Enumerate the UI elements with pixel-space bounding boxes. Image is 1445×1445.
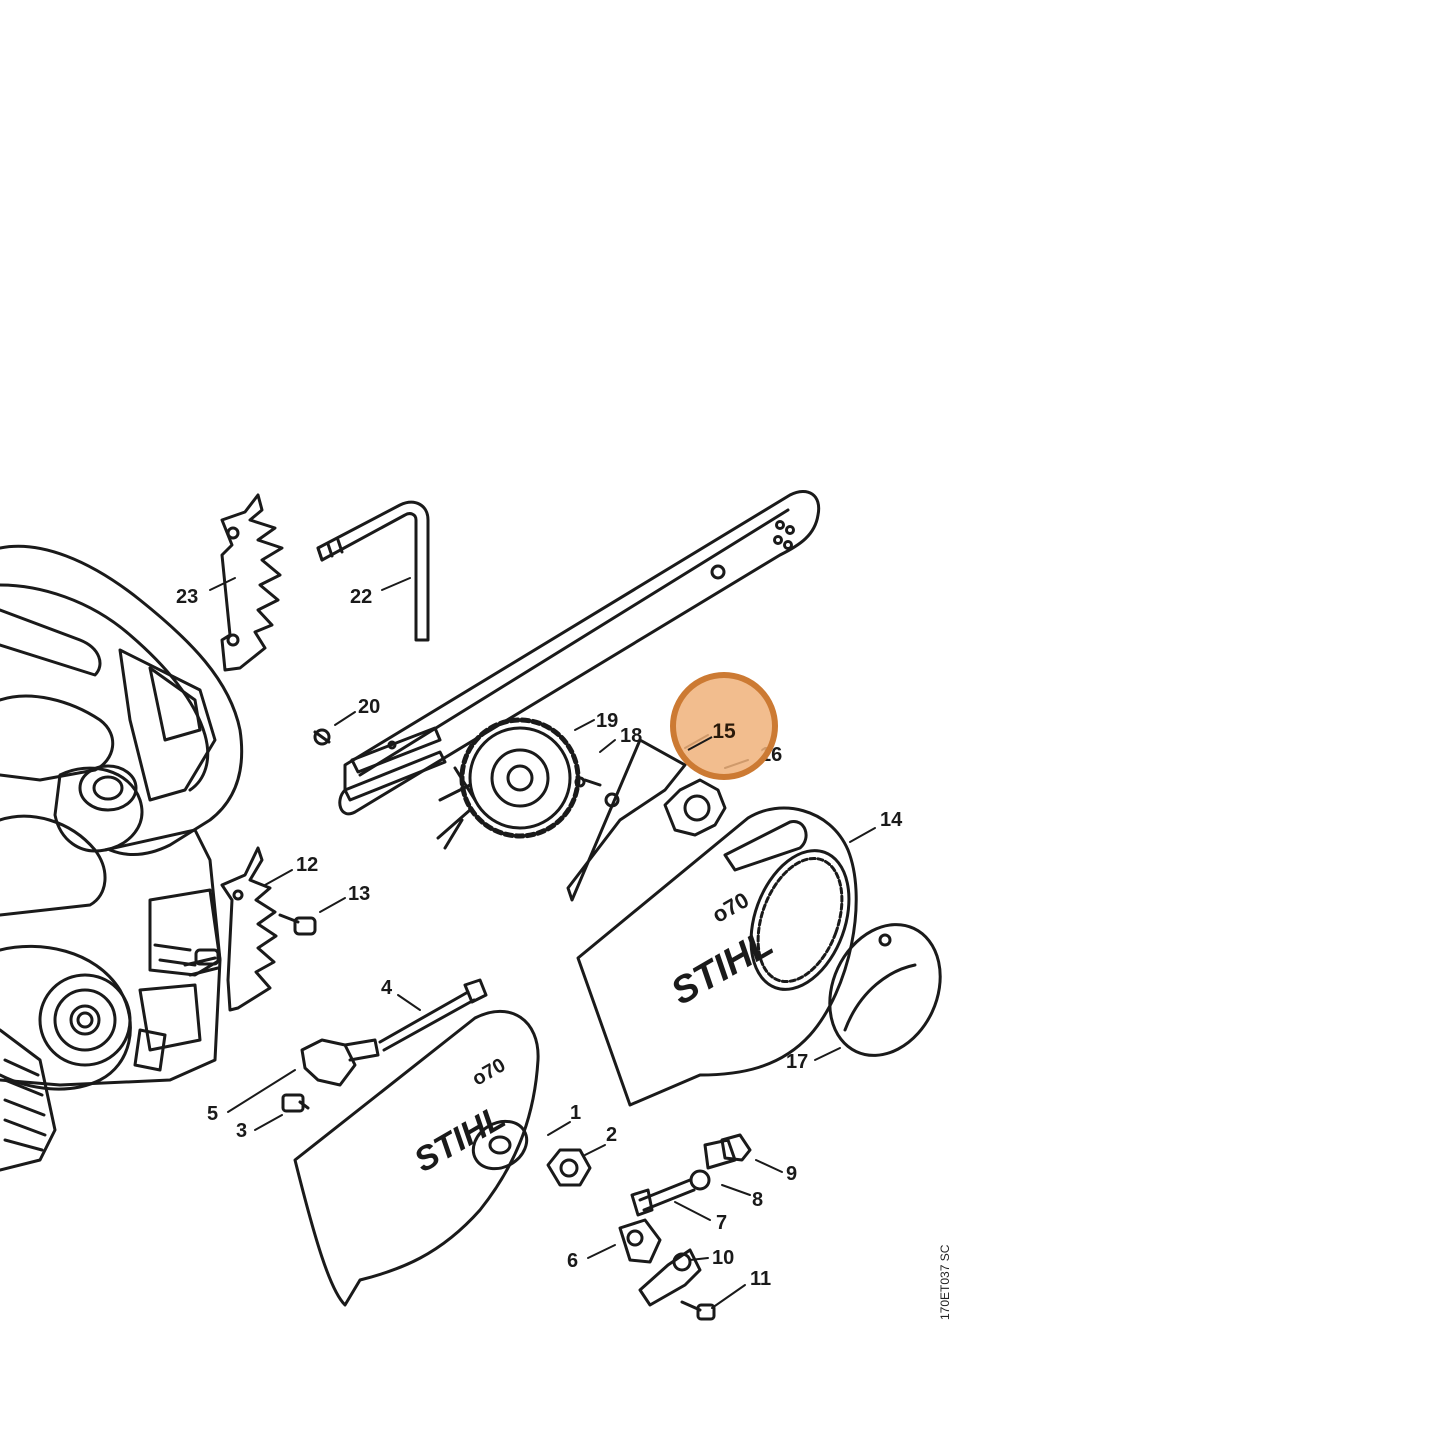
sprocket-cover-14[interactable] [576, 806, 867, 1107]
callout-20[interactable]: 20 [358, 696, 381, 718]
callout-11[interactable]: 11 [750, 1268, 772, 1290]
tensioning-screw-4[interactable] [378, 978, 488, 1052]
allen-wrench-22[interactable] [316, 500, 430, 642]
bumper-spike-23[interactable] [220, 493, 284, 672]
callout-3[interactable]: 3 [236, 1120, 248, 1142]
bumper-spike-12[interactable] [220, 846, 278, 1012]
plate-17[interactable] [566, 738, 687, 902]
callout-2[interactable]: 2 [606, 1124, 618, 1146]
screw-13[interactable] [278, 913, 317, 936]
callout-19[interactable]: 19 [596, 710, 619, 732]
callout-22[interactable]: 22 [350, 586, 373, 608]
block-9[interactable] [720, 1133, 752, 1162]
nut-2[interactable] [546, 1148, 592, 1187]
sprocket-wheel-19[interactable] [436, 717, 581, 850]
callout-10[interactable]: 10 [712, 1247, 735, 1269]
callout-9[interactable]: 9 [786, 1163, 798, 1185]
brand-text-cover-14: STIHL [664, 922, 780, 1013]
chainsaw-body [0, 544, 244, 1172]
bolt-7[interactable] [630, 1178, 696, 1217]
callout-8[interactable]: 8 [752, 1189, 764, 1211]
callout-1[interactable]: 1 [570, 1102, 582, 1124]
callout-23[interactable]: 23 [176, 586, 199, 608]
lever-10[interactable] [638, 1248, 702, 1307]
callout-5[interactable]: 5 [207, 1103, 219, 1125]
screw-11[interactable] [680, 1300, 716, 1321]
diagram-code: 170ET037 SC [938, 1244, 952, 1320]
screw-20[interactable] [313, 728, 331, 746]
callout-4[interactable]: 4 [381, 977, 393, 999]
callout-6[interactable]: 6 [567, 1250, 579, 1272]
cap-18[interactable] [809, 906, 961, 1073]
chain-sprocket-cover-1[interactable] [293, 1009, 540, 1307]
bracket-8[interactable] [689, 1138, 737, 1191]
guide-bar[interactable] [338, 490, 821, 816]
logo-text-cover-14: o70 [708, 887, 753, 928]
callout-18[interactable]: 17 [786, 1051, 809, 1073]
knob-16[interactable] [663, 778, 727, 837]
pin-3[interactable] [281, 1093, 310, 1113]
logo-text-cover-1: o70 [469, 1054, 510, 1090]
highlighted-callout-label: 15 [712, 720, 736, 743]
callout-12[interactable]: 12 [296, 854, 319, 876]
leader-lines [209, 577, 876, 1309]
tensioner-5[interactable] [300, 1038, 380, 1087]
callout-7[interactable]: 7 [716, 1212, 728, 1234]
callout-17[interactable]: 18 [620, 725, 643, 747]
highlighted-callout-15[interactable]: 15 [670, 672, 778, 780]
callout-14[interactable]: 14 [880, 809, 903, 831]
clamp-6[interactable] [618, 1218, 662, 1264]
callout-13[interactable]: 13 [348, 883, 371, 905]
